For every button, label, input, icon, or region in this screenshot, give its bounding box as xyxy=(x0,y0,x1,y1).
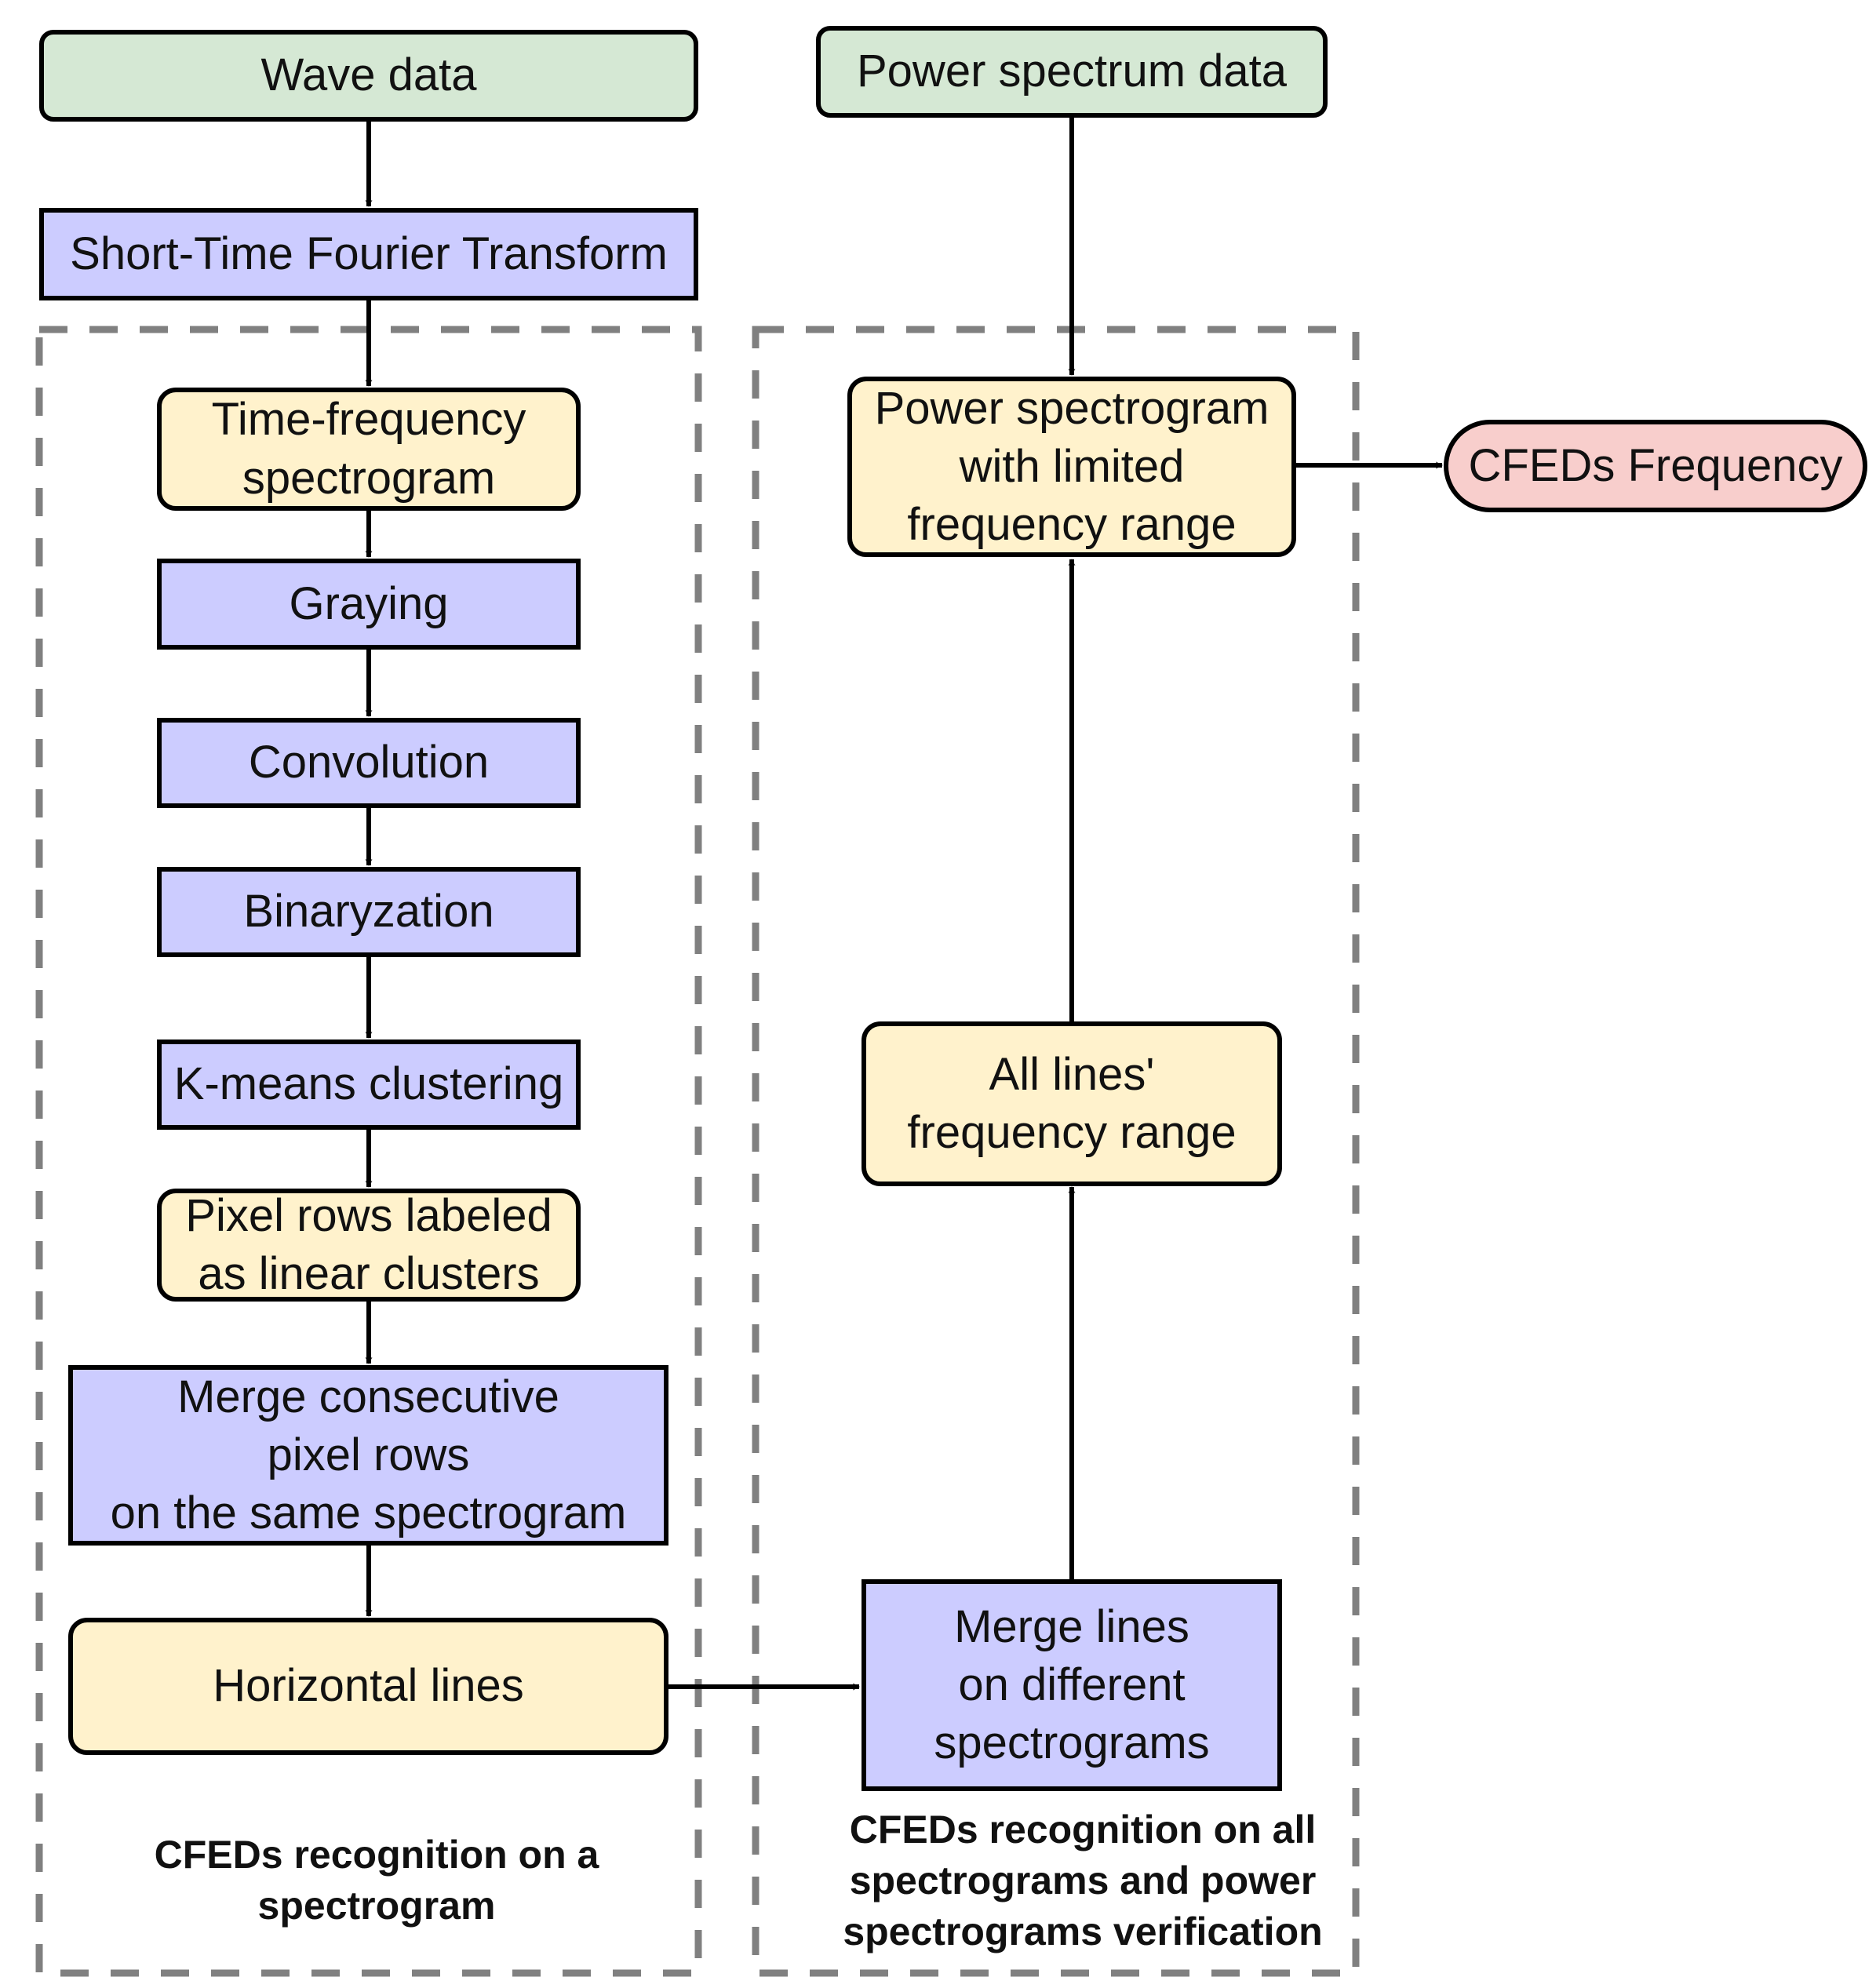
merge-consecutive-rows-node: Merge consecutive pixel rows on the same… xyxy=(68,1365,668,1546)
binaryzation-node: Binaryzation xyxy=(157,867,581,957)
pixel-rows-node: Pixel rows labeled as linear clusters xyxy=(157,1189,581,1302)
horizontal-lines-node: Horizontal lines xyxy=(68,1618,668,1755)
time-frequency-spectrogram-node: Time-frequency spectrogram xyxy=(157,388,581,511)
stft-node: Short-Time Fourier Transform xyxy=(39,208,698,300)
kmeans-clustering-node: K-means clustering xyxy=(157,1040,581,1130)
wave-data-node: Wave data xyxy=(39,30,698,122)
power-spectrogram-node: Power spectrogram with limited frequency… xyxy=(847,377,1296,557)
convolution-node: Convolution xyxy=(157,718,581,808)
graying-node: Graying xyxy=(157,559,581,650)
right-group-caption: CFEDs recognition on all spectrograms an… xyxy=(843,1808,1323,1953)
all-lines-frequency-range-node: All lines' frequency range xyxy=(862,1021,1282,1186)
merge-lines-node: Merge lines on different spectrograms xyxy=(862,1579,1282,1791)
left-group-caption: CFEDs recognition on a spectrogram xyxy=(154,1833,599,1928)
right-group-border xyxy=(752,326,1360,1977)
cfeds-frequency-node: CFEDs Frequency xyxy=(1444,420,1867,512)
power-spectrum-data-node: Power spectrum data xyxy=(816,26,1328,118)
